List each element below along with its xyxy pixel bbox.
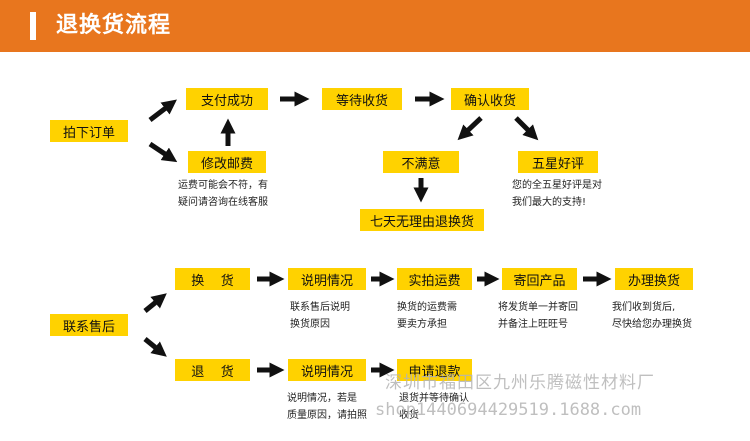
step-contact-service: 联系售后 [50, 314, 128, 336]
arrow-confirm-to-fivestar [514, 116, 539, 141]
step-unsatisfied: 不满意 [383, 151, 459, 173]
step-pay-success: 支付成功 [186, 88, 268, 110]
watermark-shop-url: shop1440694429519.1688.com [375, 400, 642, 420]
step-seven-day-return: 七天无理由退换货 [360, 209, 484, 231]
arrow-confirm-to-unsatisfied [457, 116, 483, 141]
page-title: 退换货流程 [56, 13, 172, 38]
step-place-order: 拍下订单 [50, 120, 128, 142]
step-explain-exchange: 说明情况 [288, 268, 366, 290]
photo-shipping-note: 换货的运费需 要卖方承担 [397, 302, 457, 330]
explain-return-note: 说明情况，若是 质量原因，请拍照 [287, 393, 367, 421]
arrow-contact-to-return [143, 337, 167, 357]
header-banner: 退换货流程 [0, 0, 750, 52]
step-send-back: 寄回产品 [502, 268, 577, 290]
arrow-order-to-pay [148, 99, 177, 122]
five-star-note: 您的全五星好评是对 我们最大的支持! [512, 180, 602, 208]
apply-refund-note: 退货并等待确认 收货 [399, 393, 469, 421]
step-modify-postage: 修改邮费 [188, 151, 266, 173]
step-exchange: 换 货 [175, 268, 250, 290]
step-confirm-receive: 确认收货 [451, 88, 529, 110]
watermark-company: 深圳市福田区九州乐腾磁性材料厂 [385, 373, 655, 393]
step-return: 退 货 [175, 359, 250, 381]
arrow-contact-to-exchange [143, 293, 167, 313]
header-accent-stripe [30, 12, 36, 40]
explain-exchange-note: 联系售后说明 换货原因 [290, 302, 350, 330]
step-explain-return: 说明情况 [288, 359, 366, 381]
step-five-star: 五星好评 [518, 151, 598, 173]
step-photo-shipping: 实拍运费 [397, 268, 472, 290]
arrow-order-to-postage [148, 141, 178, 163]
handle-exchange-note: 我们收到货后, 尽快给您办理换货 [612, 302, 692, 330]
step-handle-exchange: 办理换货 [615, 268, 693, 290]
step-wait-receive: 等待收货 [322, 88, 402, 110]
step-apply-refund: 申请退款 [397, 359, 472, 381]
postage-note: 运费可能会不符，有 疑问请咨询在线客服 [178, 180, 268, 208]
send-back-note: 将发货单一并寄回 并备注上旺旺号 [498, 302, 578, 330]
